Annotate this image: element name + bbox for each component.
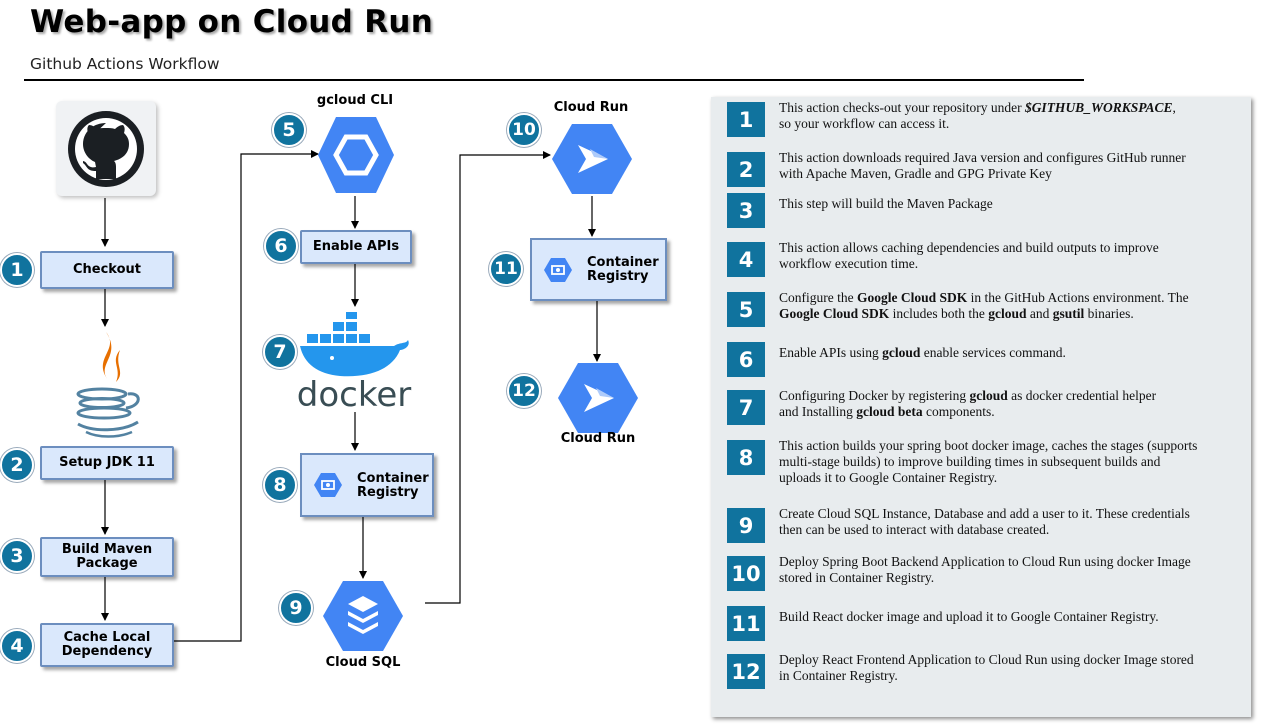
badge-12: 12 [507, 374, 541, 408]
enable-apis-step: Enable APIs [300, 230, 412, 264]
legend-text-2: This action downloads required Java vers… [779, 150, 1234, 182]
github-logo-tile [56, 101, 156, 196]
docker-logo-icon: docker [297, 312, 411, 412]
legend-number-9: 9 [727, 508, 765, 543]
legend-line: uploads it to Google Container Registry. [779, 470, 998, 485]
title-divider [24, 79, 1084, 81]
legend-text-7: Configuring Docker by registering gcloud… [779, 388, 1234, 420]
legend-line: Build React docker image and upload it t… [779, 609, 1159, 624]
cloud-run-top-label: Cloud Run [553, 100, 629, 115]
legend-line: Deploy Spring Boot Backend Application t… [779, 554, 1191, 569]
legend-line: Configuring Docker by registering gcloud… [779, 388, 1157, 403]
legend-number-6: 6 [727, 342, 765, 377]
legend-line: Enable APIs using gcloud enable services… [779, 345, 1066, 360]
badge-6: 6 [264, 229, 298, 263]
gcloud-sdk-icon [318, 117, 394, 193]
setup-jdk-label: Setup JDK 11 [59, 455, 155, 470]
legend-line: Google Cloud SDK includes both the gclou… [779, 306, 1134, 321]
checkout-step: Checkout [40, 251, 174, 289]
legend-text-9: Create Cloud SQL Instance, Database and … [779, 506, 1234, 538]
legend-line: This action checks-out your repository u… [779, 100, 1176, 115]
github-octocat-icon [68, 111, 144, 187]
badge-5: 5 [272, 113, 306, 147]
legend-text-1: This action checks-out your repository u… [779, 100, 1234, 132]
cloud-sql-icon [323, 581, 403, 651]
legend-panel: 1 This action checks-out your repository … [711, 97, 1251, 717]
badge-8: 8 [263, 468, 297, 502]
legend-number-2: 2 [727, 152, 765, 187]
legend-line: so your workflow can access it. [779, 116, 950, 131]
legend-number-5: 5 [727, 292, 765, 327]
legend-number-3: 3 [727, 193, 765, 228]
legend-line: Deploy React Frontend Application to Clo… [779, 652, 1194, 667]
legend-number-12: 12 [727, 654, 765, 689]
legend-line: with Apache Maven, Gradle and GPG Privat… [779, 166, 1052, 181]
cloud-sql-label: Cloud SQL [325, 655, 401, 670]
docker-wordmark: docker [297, 375, 411, 412]
enable-apis-label: Enable APIs [312, 239, 400, 254]
legend-line: in Container Registry. [779, 668, 898, 683]
badge-3: 3 [0, 539, 34, 573]
badge-9: 9 [279, 591, 313, 625]
page-title: Web-app on Cloud Run [30, 4, 434, 40]
legend-line: This action allows caching dependencies … [779, 240, 1159, 255]
legend-text-3: This step will build the Maven Package [779, 196, 1234, 212]
page-subtitle: Github Actions Workflow [30, 55, 220, 73]
legend-line: stored in Container Registry. [779, 570, 935, 585]
legend-number-7: 7 [727, 390, 765, 425]
legend-number-8: 8 [727, 440, 765, 475]
legend-line: and Installing gcloud beta components. [779, 404, 995, 419]
legend-text-4: This action allows caching dependencies … [779, 240, 1234, 272]
cloud-run-bottom-label: Cloud Run [560, 431, 636, 446]
legend-text-11: Build React docker image and upload it t… [779, 609, 1234, 625]
badge-10: 10 [507, 113, 541, 147]
legend-number-1: 1 [727, 102, 765, 137]
legend-line: This action builds your spring boot dock… [779, 438, 1198, 453]
legend-text-8: This action builds your spring boot dock… [779, 438, 1234, 486]
edge-cache-gcloud [173, 150, 319, 642]
cloud-run-icon-top [552, 124, 632, 194]
legend-text-10: Deploy Spring Boot Backend Application t… [779, 554, 1234, 586]
container-registry-icon [314, 473, 342, 497]
setup-jdk-step: Setup JDK 11 [40, 446, 174, 480]
legend-number-11: 11 [727, 606, 765, 641]
legend-number-10: 10 [727, 556, 765, 591]
legend-line: workflow execution time. [779, 256, 919, 271]
legend-line: multi-stage builds) to improve building … [779, 454, 1161, 469]
gcloud-cli-label: gcloud CLI [316, 93, 394, 108]
badge-2: 2 [0, 448, 34, 482]
legend-line: This action downloads required Java vers… [779, 150, 1186, 165]
cloud-run-icon-bottom [558, 363, 638, 433]
container-registry-icon-2 [544, 258, 572, 282]
badge-7: 7 [263, 335, 297, 369]
legend-text-12: Deploy React Frontend Application to Clo… [779, 652, 1234, 684]
badge-4: 4 [0, 629, 34, 663]
badge-1: 1 [0, 253, 34, 287]
checkout-label: Checkout [72, 262, 141, 277]
legend-line: This step will build the Maven Package [779, 196, 993, 211]
edge-cloudsql-cloudrun [425, 151, 551, 604]
legend-line: Create Cloud SQL Instance, Database and … [779, 506, 1190, 521]
legend-line: then can be used to interact with databa… [779, 522, 1050, 537]
legend-text-5: Configure the Google Cloud SDK in the Gi… [779, 290, 1234, 322]
java-logo-icon [76, 332, 140, 438]
legend-text-6: Enable APIs using gcloud enable services… [779, 345, 1234, 361]
badge-11: 11 [489, 252, 523, 286]
legend-number-4: 4 [727, 242, 765, 277]
legend-line: Configure the Google Cloud SDK in the Gi… [779, 290, 1189, 305]
